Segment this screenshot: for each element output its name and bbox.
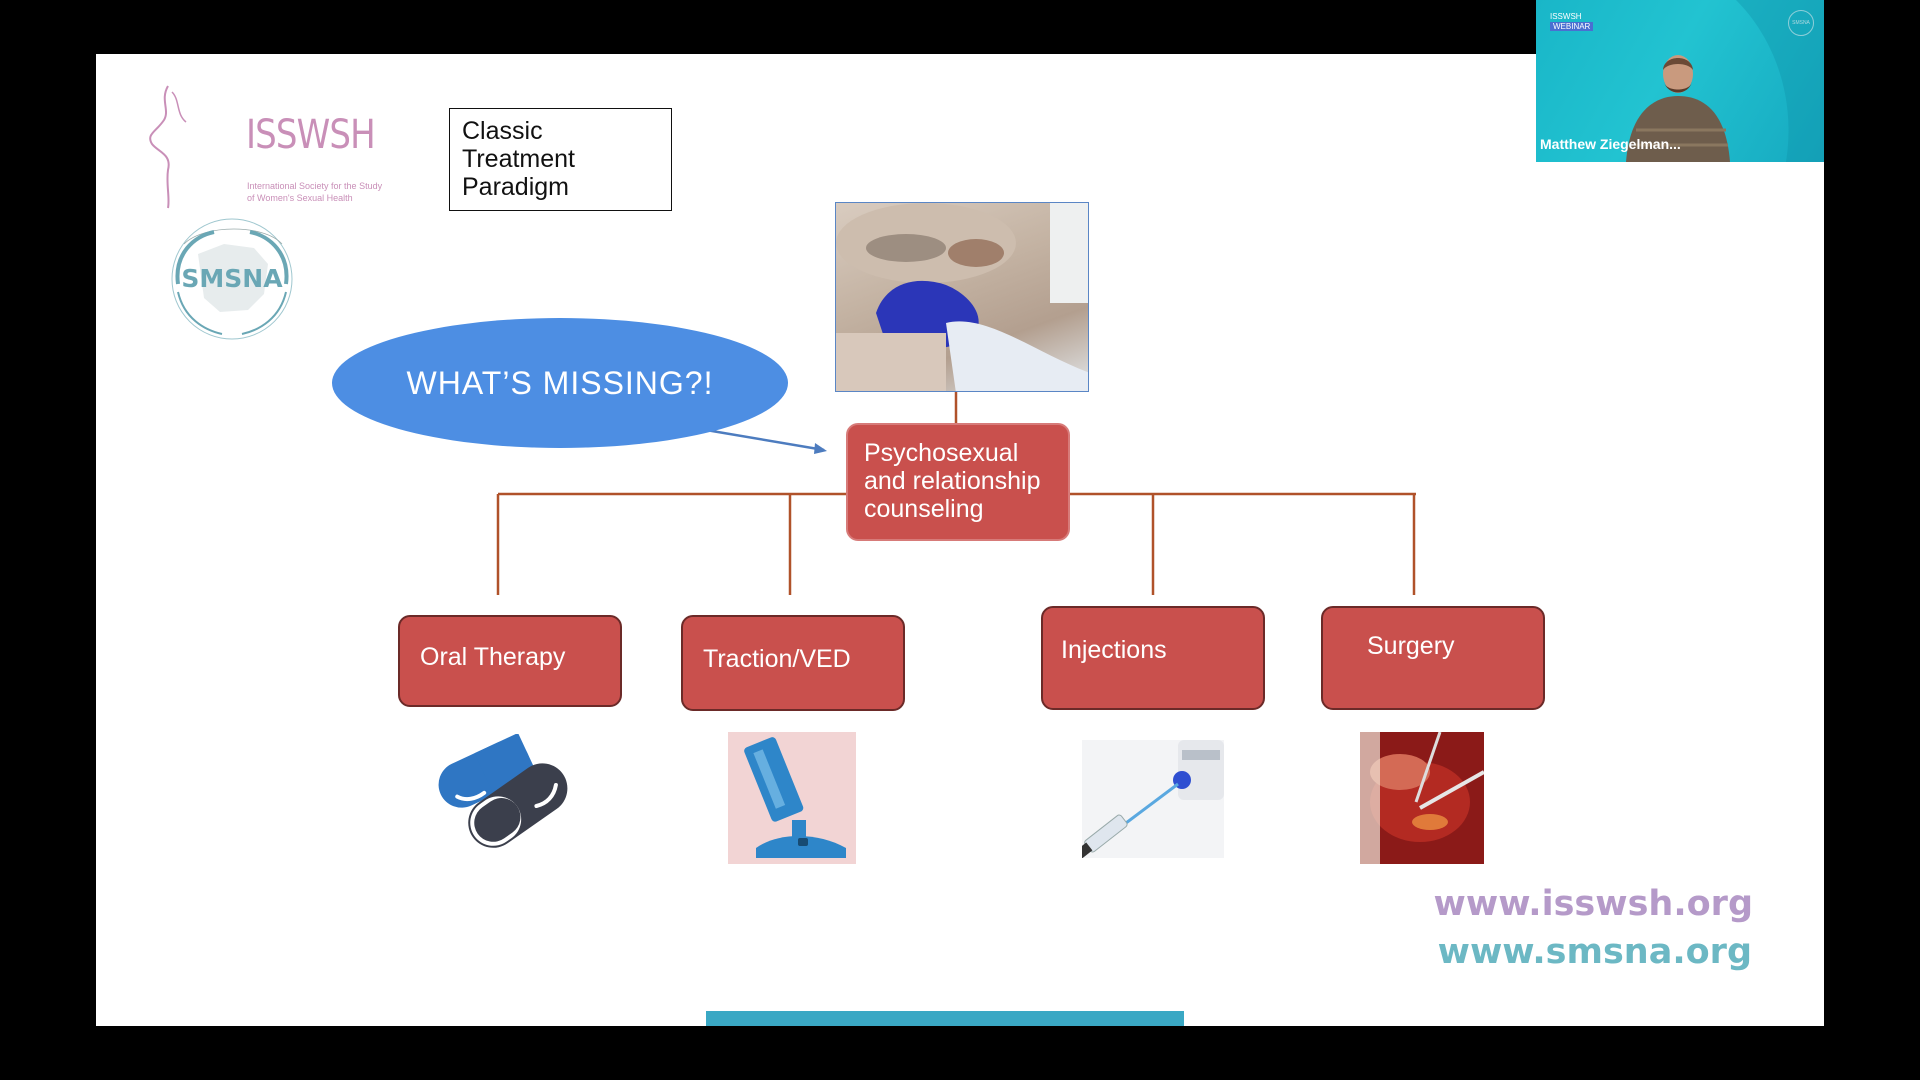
isswsh-name: ISSWSH xyxy=(246,112,376,158)
presentation-slide: ISSWSH International Society for the Stu… xyxy=(96,54,1824,1026)
whats-missing-bubble: WHAT’S MISSING?! xyxy=(332,318,788,448)
traction-ved-box: Traction/VED xyxy=(681,615,905,711)
isswsh-website: www.isswsh.org xyxy=(1433,884,1753,924)
clinical-photo-illustration xyxy=(836,203,1088,391)
smsna-logo: SMSNA xyxy=(164,214,304,344)
counseling-line-3: counseling xyxy=(864,495,984,523)
smsna-website: www.smsna.org xyxy=(1437,932,1752,972)
isswsh-subtitle: International Society for the Study of W… xyxy=(247,181,383,203)
injections-box: Injections xyxy=(1041,606,1265,710)
slide-footer-bar xyxy=(706,1011,1184,1026)
isswsh-silhouette-icon xyxy=(149,85,187,209)
counseling-line-1: Psychosexual xyxy=(864,439,1019,467)
webinar-brand: ISSWSH WEBINAR xyxy=(1550,12,1594,31)
webinar-brand-line1: ISSWSH xyxy=(1550,12,1582,21)
isswsh-logo: ISSWSH International Society for the Stu… xyxy=(146,80,382,210)
surgery-box: Surgery xyxy=(1321,606,1545,710)
title-line-2: Treatment xyxy=(462,145,576,173)
title-line-3: Paradigm xyxy=(462,173,569,201)
participant-name: Matthew Ziegelman... xyxy=(1540,136,1681,152)
pills-icon xyxy=(432,734,568,850)
counseling-line-2: and relationship xyxy=(864,467,1041,495)
vacuum-device-image xyxy=(728,732,856,864)
smsna-ring-icon xyxy=(171,218,293,340)
participant-avatar xyxy=(1626,0,1824,162)
surgery-image xyxy=(1360,732,1484,864)
smsna-name: SMSNA xyxy=(181,264,283,293)
counseling-box: Psychosexual and relationship counseling xyxy=(846,423,1070,541)
webinar-brand-line2: WEBINAR xyxy=(1550,22,1594,31)
clinical-photo xyxy=(835,202,1089,392)
smsna-corner-logo: SMSNA xyxy=(1788,10,1814,36)
slide-title-box: Classic Treatment Paradigm xyxy=(449,108,672,211)
participant-video-tile[interactable]: ISSWSH WEBINAR SMSNA Matthew Ziegelman..… xyxy=(1536,0,1824,162)
syringe-image xyxy=(1082,740,1224,858)
title-line-1: Classic xyxy=(462,117,543,145)
oral-therapy-box: Oral Therapy xyxy=(398,615,622,707)
